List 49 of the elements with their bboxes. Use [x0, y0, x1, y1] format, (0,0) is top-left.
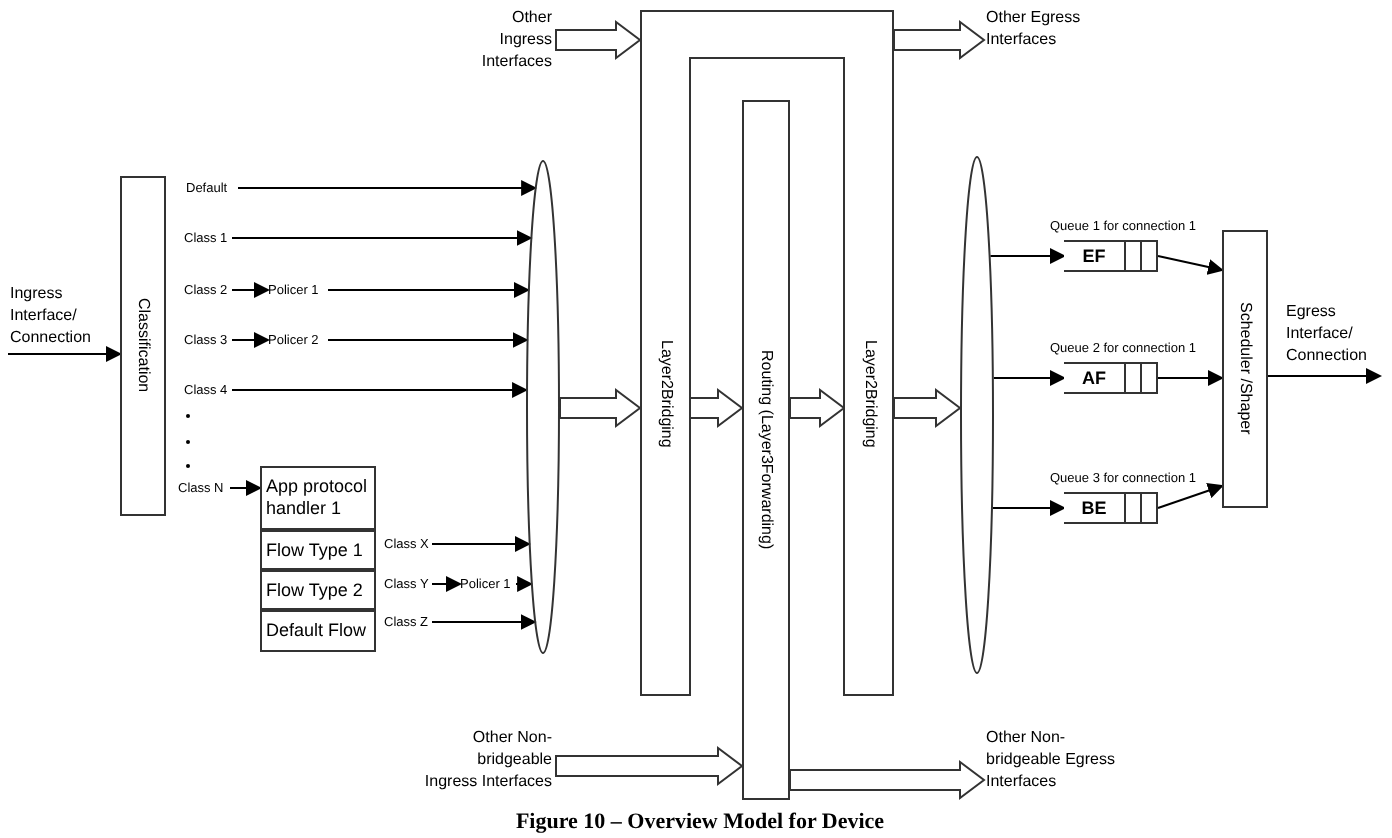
- bridging-label: Layer2Bridging: [656, 340, 674, 448]
- block-arrow: [789, 760, 986, 800]
- arrow: [431, 576, 462, 592]
- classification-box: Classification: [120, 176, 166, 516]
- handler-box: Flow Type 2: [260, 570, 376, 610]
- arrow: [231, 332, 270, 348]
- arrow: [231, 382, 529, 398]
- figure-caption: Figure 10 – Overview Model for Device: [513, 810, 887, 836]
- arrow: [1267, 368, 1382, 384]
- arrow: [989, 248, 1066, 264]
- arrow: [1157, 370, 1224, 386]
- arrow: [231, 282, 270, 298]
- interface-label: Ingress Interface/ Connection: [8, 282, 120, 354]
- interface-label: Other Egress Interfaces: [984, 6, 1084, 78]
- interface-label: Other Ingress Interfaces: [464, 6, 556, 78]
- arrow: [1157, 255, 1224, 275]
- interface-label: Other Non-bridgeable Egress Interfaces: [984, 726, 1116, 818]
- queue-box: AF: [1064, 362, 1158, 394]
- process-box: Scheduler /Shaper: [1222, 230, 1268, 508]
- interface-label: Egress Interface/ Connection: [1284, 300, 1380, 376]
- process-box: Routing (Layer3Forwarding): [742, 100, 790, 800]
- block-arrow: [559, 388, 642, 428]
- queue-box: EF: [1064, 240, 1158, 272]
- bridging-label: Layer2Bridging: [860, 340, 878, 448]
- arrow: [991, 500, 1066, 516]
- block-arrow: [689, 388, 744, 428]
- queue-box: BE: [1064, 492, 1158, 524]
- handler-box: Default Flow: [260, 610, 376, 652]
- block-arrow: [893, 20, 986, 60]
- arrow: [231, 230, 533, 246]
- arrow: [1157, 483, 1224, 509]
- block-arrow: [789, 388, 846, 428]
- arrow: [515, 576, 534, 592]
- arrow: [237, 180, 538, 196]
- arrow: [327, 332, 529, 348]
- block-arrow: [555, 20, 642, 60]
- handler-box: App protocol handler 1: [260, 466, 376, 530]
- arrow: [431, 614, 537, 630]
- block-arrow: [893, 388, 962, 428]
- arrow: [327, 282, 531, 298]
- arrow: [229, 480, 262, 496]
- ellipse-shape: [526, 160, 560, 654]
- bridging-shape: [640, 10, 894, 696]
- arrow: [992, 370, 1066, 386]
- handler-box: Flow Type 1: [260, 530, 376, 570]
- arrow: [7, 346, 122, 362]
- block-arrow: [555, 746, 744, 786]
- ellipse-shape: [960, 156, 994, 674]
- arrow: [431, 536, 531, 552]
